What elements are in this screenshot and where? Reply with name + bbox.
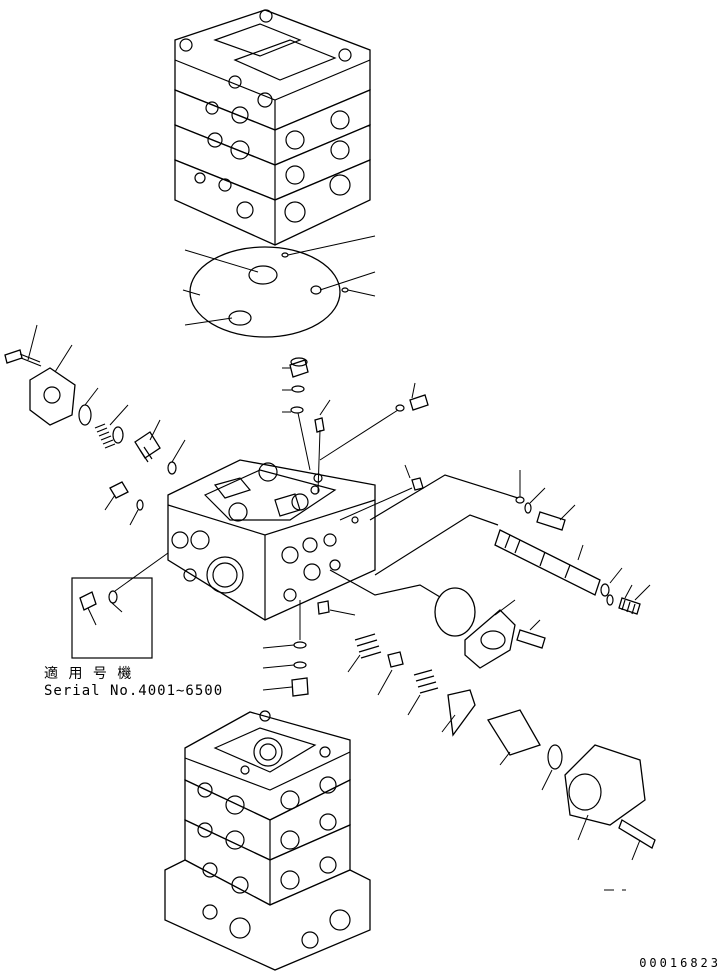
bottom-valve-stack — [164, 710, 371, 971]
applicability-label-jp: 適 用 号 機 — [44, 666, 135, 682]
top-valve-stack — [174, 9, 371, 246]
central-valve-body — [167, 459, 376, 621]
lower-plug-stack — [262, 600, 309, 697]
gasket-plate — [182, 235, 376, 338]
drawing-number: 00016823 — [639, 956, 721, 970]
lower-right-parts — [317, 569, 656, 861]
serial-range-label: Serial No.4001∼6500 — [44, 683, 224, 699]
spool-assembly — [369, 470, 651, 615]
applicability-box — [71, 552, 169, 659]
top-plug-stack — [282, 357, 429, 521]
left-flange-parts — [4, 324, 186, 526]
